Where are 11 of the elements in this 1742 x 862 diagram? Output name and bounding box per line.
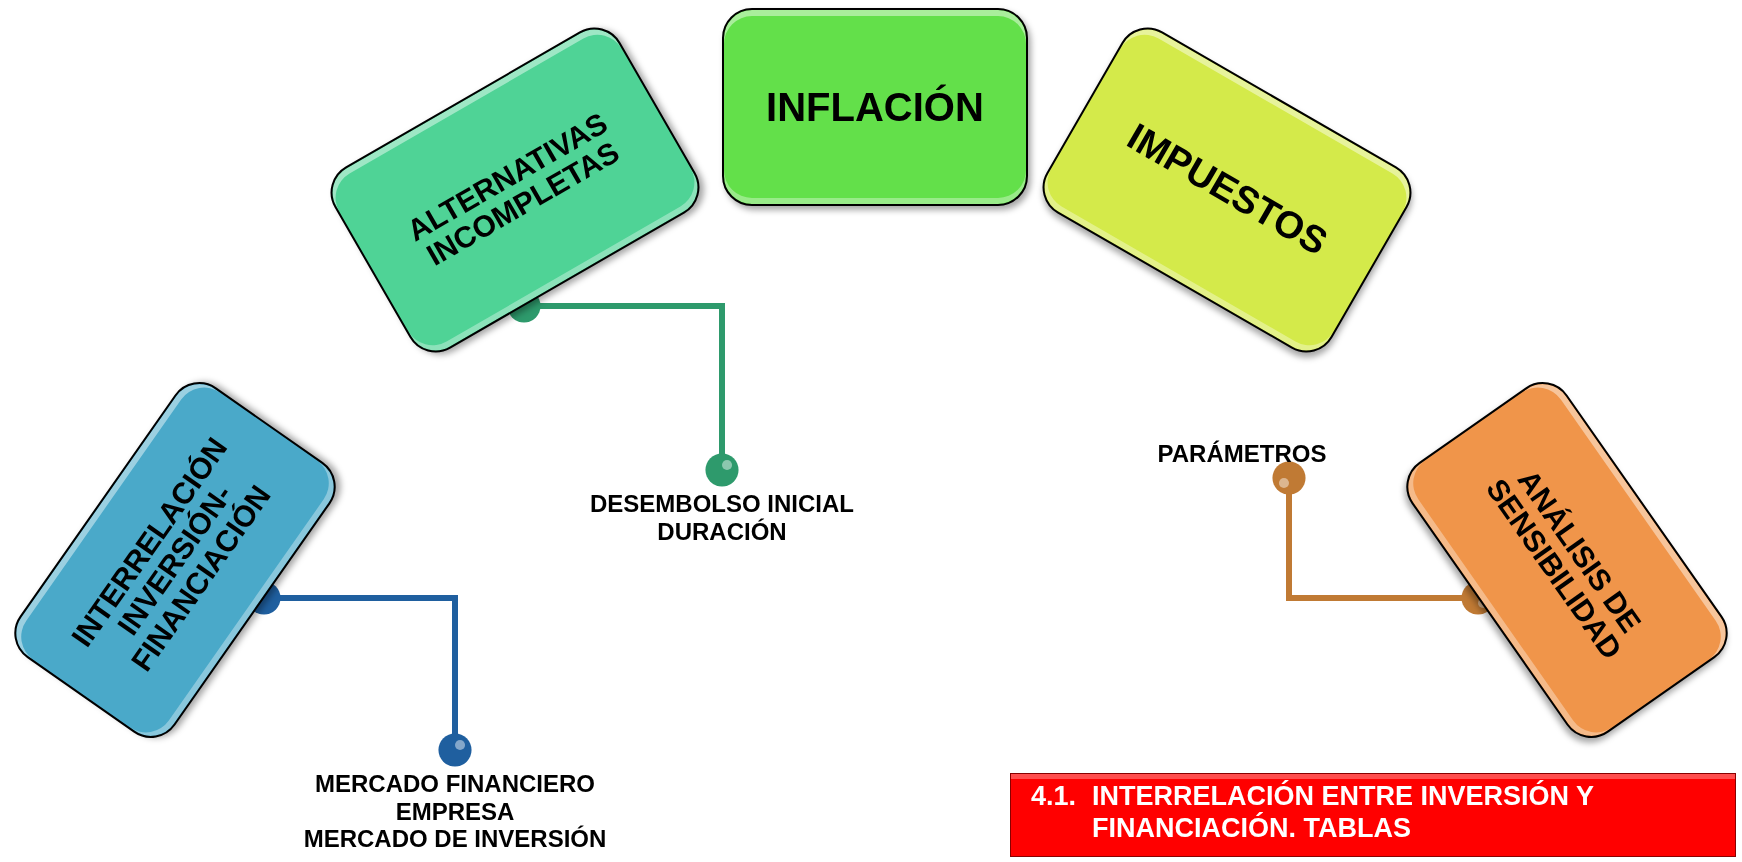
topic-card — [722, 8, 1028, 206]
item-label: DESEMBOLSO INICIAL — [590, 490, 854, 518]
item-label: MERCADO FINANCIERO — [315, 770, 595, 798]
item-label: PARÁMETROS — [1157, 440, 1327, 468]
section-title: INTERRELACIÓN ENTRE INVERSIÓN Y FINANCIACIÓN. TABLAS — [1092, 780, 1595, 845]
card-title: INFLACIÓN — [766, 86, 984, 128]
section-banner — [1010, 773, 1736, 857]
item-label: DURACIÓN — [657, 517, 787, 546]
section-number: 4.1. — [1031, 780, 1077, 813]
item-label: EMPRESA — [395, 797, 515, 825]
item-label: MERCADO DE INVERSIÓN — [303, 825, 607, 853]
